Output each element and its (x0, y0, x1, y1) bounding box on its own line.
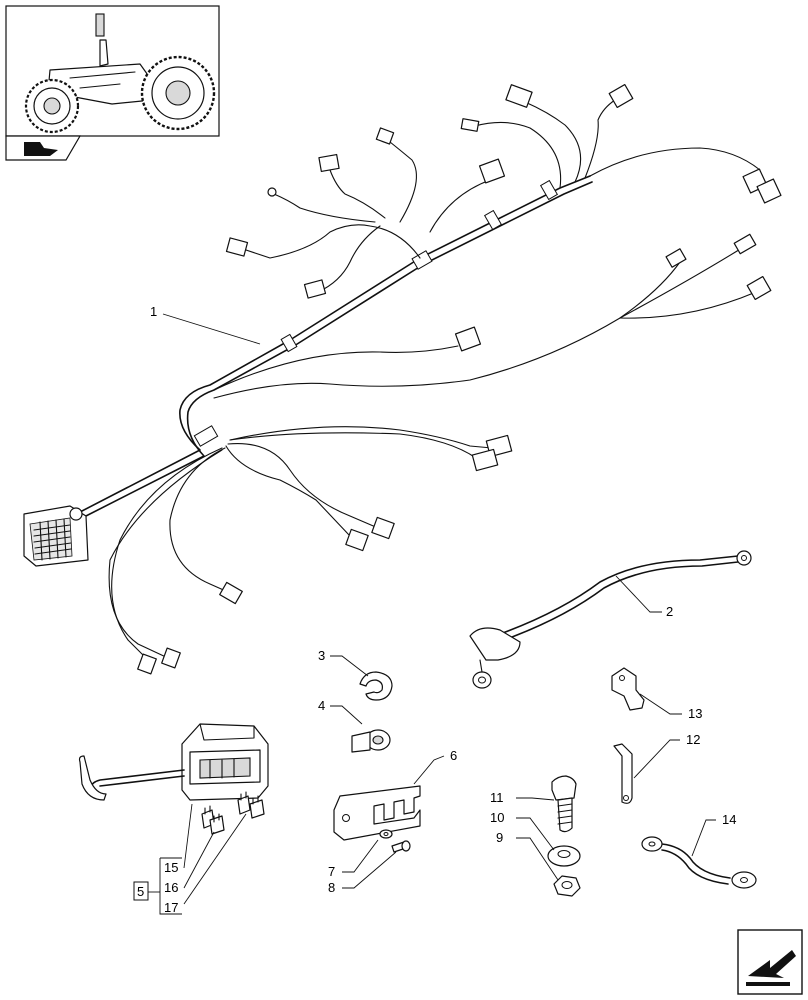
callout-9: 9 (496, 830, 503, 845)
callout-11: 11 (490, 790, 504, 805)
cable-clamp (351, 729, 391, 753)
callout-10: 10 (490, 810, 504, 825)
callout-16: 16 (164, 880, 178, 895)
bolt (551, 775, 577, 833)
wire-clip (359, 671, 393, 701)
main-wiring-harness (23, 83, 782, 675)
callout-17: 17 (164, 900, 178, 915)
fuse (201, 805, 225, 835)
book-arrow-icon (5, 135, 82, 161)
callout-5: 5 (137, 884, 144, 899)
callout-1: 1 (150, 304, 157, 319)
callout-15: 15 (164, 860, 178, 875)
flat-washer (547, 845, 581, 867)
washer-small (379, 829, 393, 839)
battery-cable (469, 550, 752, 689)
screw-small (391, 840, 411, 853)
callout-7: 7 (328, 864, 335, 879)
callout-2: 2 (666, 604, 673, 619)
fuse-box (78, 723, 269, 801)
next-page-arrow-icon[interactable] (737, 929, 803, 995)
support-strip (613, 743, 633, 804)
ground-strap (641, 836, 757, 889)
relay (237, 791, 265, 819)
callout-5-box (133, 881, 149, 901)
callout-13: 13 (688, 706, 702, 721)
callout-6: 6 (450, 748, 457, 763)
callout-14: 14 (722, 812, 736, 827)
callout-8: 8 (328, 880, 335, 895)
leader-lines (148, 313, 716, 915)
connector (225, 83, 782, 299)
hex-nut (553, 875, 581, 897)
callout-4: 4 (318, 698, 325, 713)
connector (137, 233, 772, 675)
small-bracket (611, 667, 645, 711)
mounting-bracket (333, 785, 421, 841)
callout-12: 12 (686, 732, 700, 747)
multi-pin-connector (23, 505, 89, 567)
callout-3: 3 (318, 648, 325, 663)
tractor-locator-icon (5, 5, 220, 137)
